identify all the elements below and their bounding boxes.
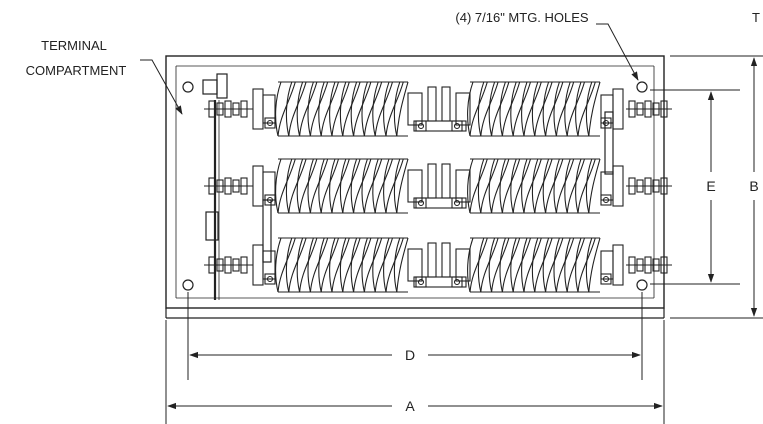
resistor-coil [275,237,409,293]
mounting-holes [182,81,648,291]
mounting-holes-leader-line [596,23,639,81]
terminal-compartment-label-line2: COMPARTMENT [26,63,127,78]
resistor-coil [467,237,601,293]
terminal-compartment-label-line1: TERMINAL [41,38,107,53]
bolt [451,197,463,209]
mounting-holes-label: (4) 7/16" MTG. HOLES [455,10,589,25]
terminal-stud [626,100,672,118]
bolt [600,194,612,206]
mounting-hole [182,279,194,291]
dimension-labels: D A E B [405,178,759,414]
top-label-fragment: T [752,10,760,25]
bolt [600,273,612,285]
end-bracket-right [612,244,624,286]
bolt [264,117,276,129]
end-bracket-right [612,165,624,207]
resistor-coil [275,158,409,214]
terminal-stud [626,177,672,195]
dimension-lines [165,55,763,424]
end-bracket-left [252,165,264,207]
bolt [600,117,612,129]
bolt [415,197,427,209]
mounting-hole [636,81,648,93]
dimension-d-label: D [405,347,415,363]
terminal-stud [626,256,672,274]
resistor-row [204,237,672,293]
mounting-hole [182,81,194,93]
resistor-row [204,81,672,137]
center-clamp [407,242,471,288]
bolt [451,120,463,132]
end-bracket-left [252,244,264,286]
mounting-hole [636,279,648,291]
resistor-coil [275,81,409,137]
enclosure [165,55,665,319]
resistor-coil [467,81,601,137]
label-group: TERMINAL COMPARTMENT (4) 7/16" MTG. HOLE… [26,10,760,115]
dimension-e-label: E [706,178,715,194]
terminal-leader-line [140,59,183,115]
center-clamp [407,86,471,132]
bolt [451,276,463,288]
center-clamp [407,163,471,209]
jumper-bars [262,111,614,263]
resistor-coil [467,158,601,214]
resistor-row [204,158,672,214]
dimension-a-label: A [405,398,415,414]
end-bracket-left [252,88,264,130]
resistor-elements [204,81,672,293]
bolt [415,120,427,132]
bolt [264,273,276,285]
end-bracket-right [612,88,624,130]
dimension-b-label: B [749,178,758,194]
bolt [415,276,427,288]
